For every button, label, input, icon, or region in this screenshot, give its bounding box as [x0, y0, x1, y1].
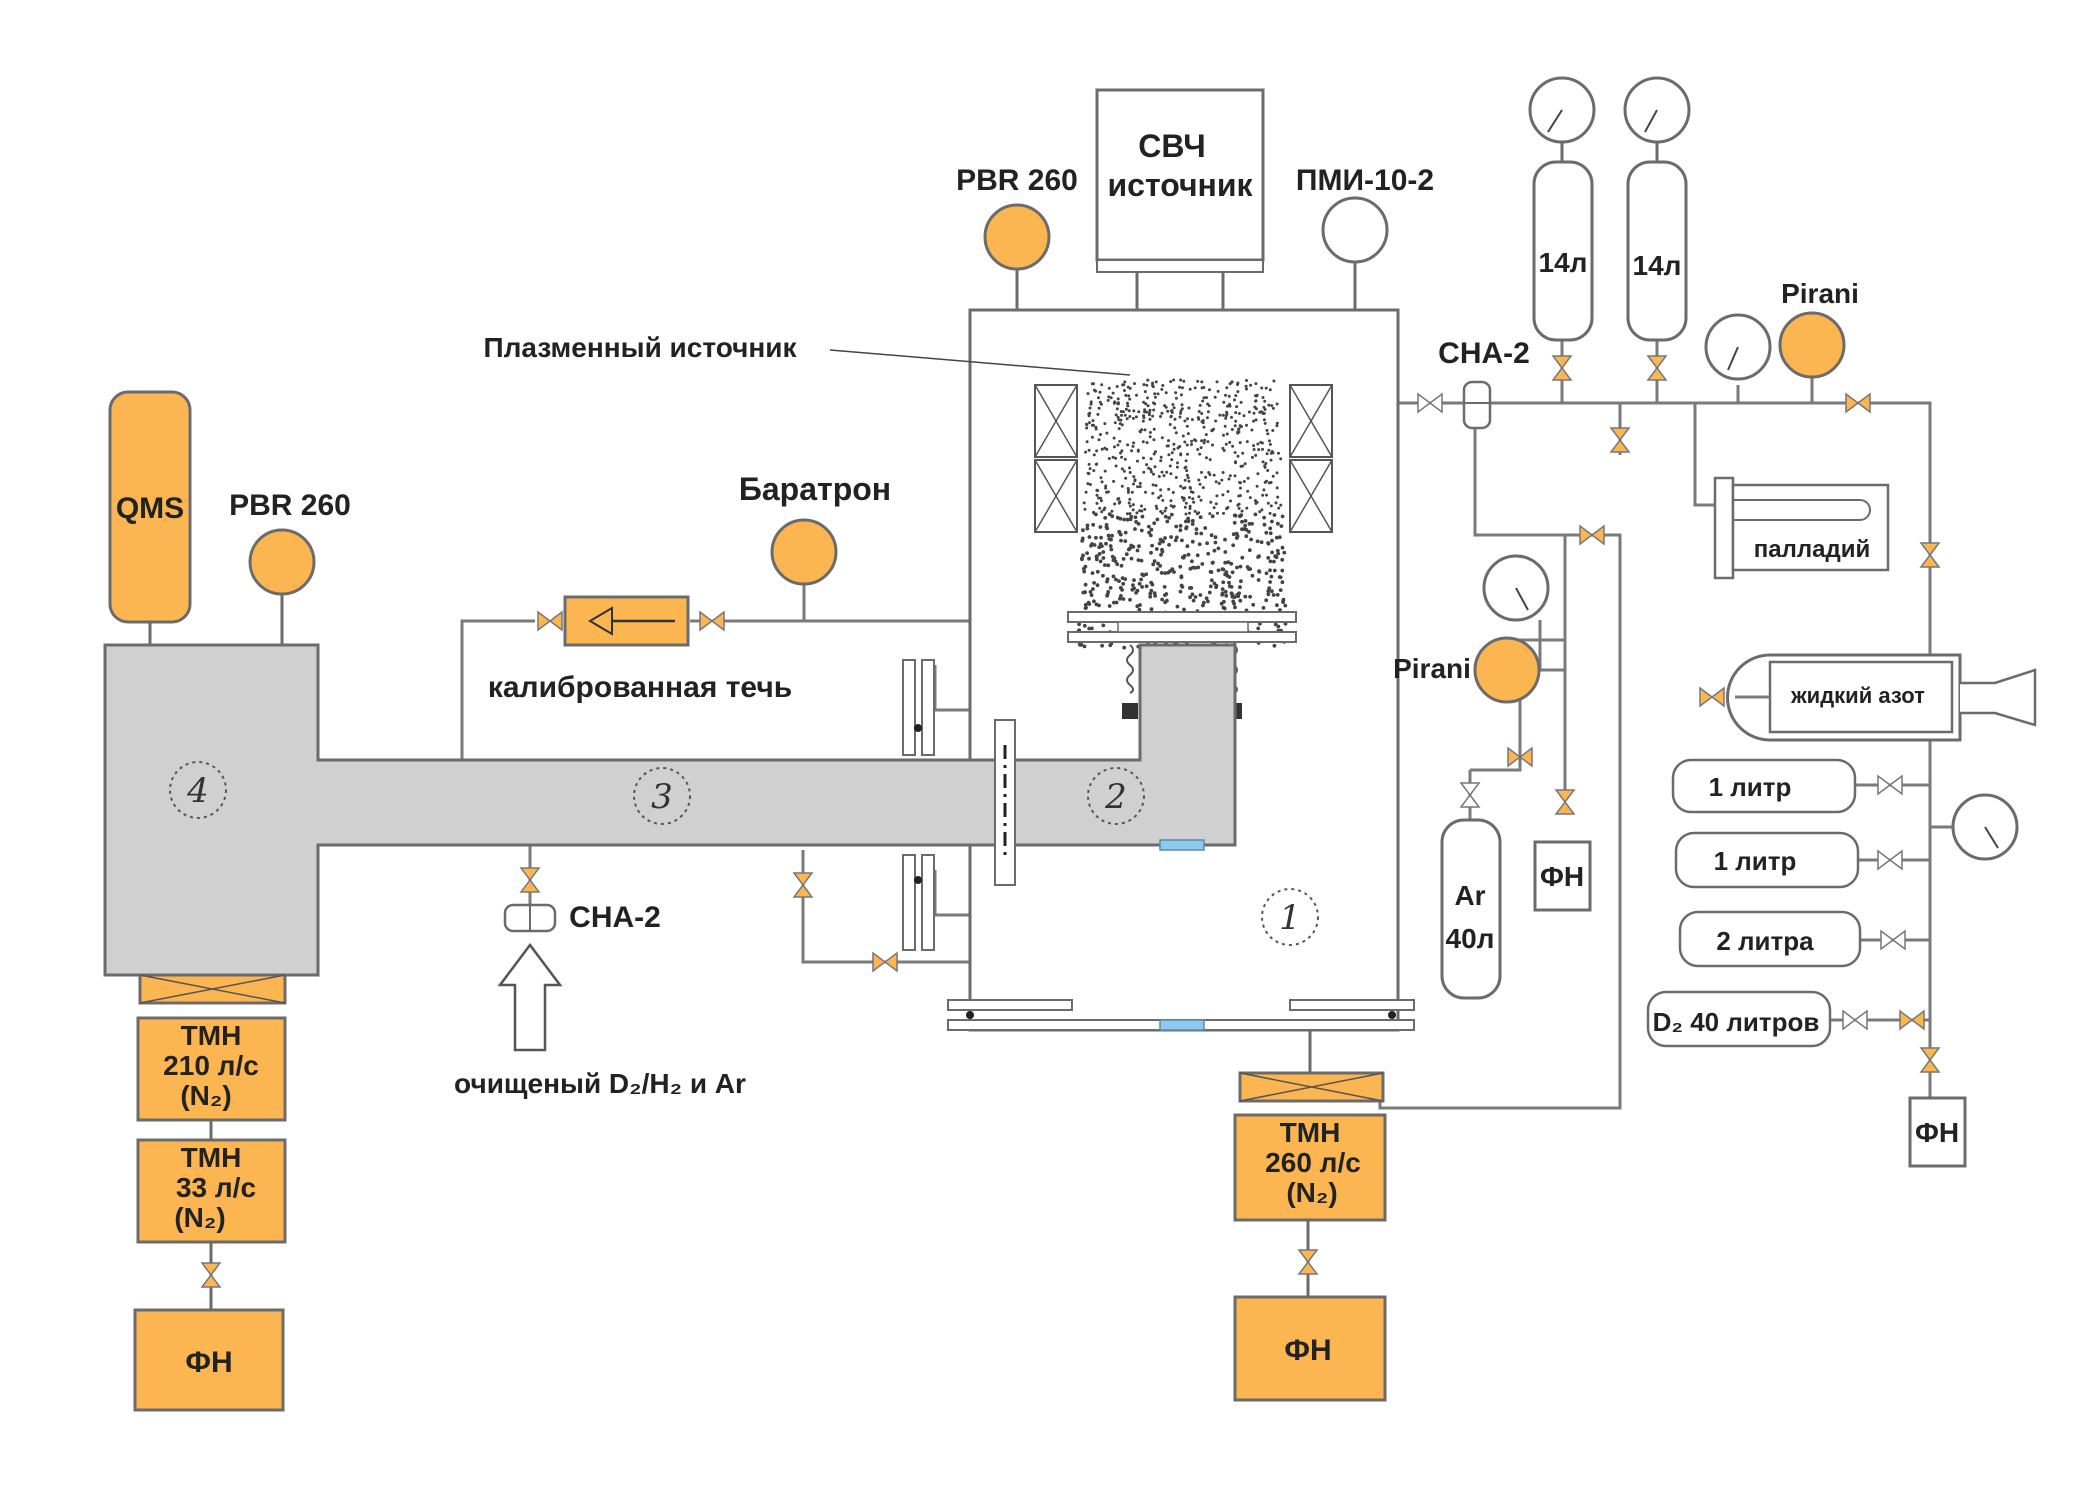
liquid-nitrogen-label: жидкий азот [1790, 683, 1925, 708]
valve-11 [1919, 542, 1941, 568]
flask-4: D₂ 40 литров [1646, 990, 1832, 1048]
microwave-source: СВЧ источник [1095, 88, 1265, 310]
valve-15 [1554, 789, 1576, 815]
pirani-top-label: Pirani [1781, 278, 1859, 309]
valve-20 [1842, 1009, 1868, 1031]
tmn210-line3: (N₂) [180, 1080, 231, 1111]
valve-9 [1609, 427, 1631, 453]
pbr-top-gauge: PBR 260 [956, 164, 1078, 310]
valve-12 [1579, 524, 1605, 546]
valve-5 [872, 951, 898, 973]
valve-7 [1551, 355, 1573, 381]
fn-center-label: ФН [1284, 1334, 1331, 1367]
valve-1 [537, 610, 563, 632]
purified-gas-label: очищеный D₂/H₂ и Ar [454, 1068, 746, 1099]
flask-1: 1 литр [1671, 758, 1857, 814]
pbr-left-label: PBR 260 [229, 489, 351, 522]
baratron-gauge: Баратрон [739, 471, 891, 586]
flask-1-label: 1 литр [1709, 772, 1792, 802]
pirani-mid-label: Pirani [1393, 653, 1471, 684]
valve-18 [1877, 849, 1903, 871]
fn-left-label: ФН [185, 1346, 232, 1379]
argon-line2: 40л [1446, 923, 1495, 954]
valve-2 [699, 610, 725, 632]
calibrated-leak: калиброванная течь [488, 595, 792, 704]
valve-24 [1297, 1249, 1319, 1275]
zone-1-number: 1 [1279, 898, 1301, 938]
tmn260-line3: (N₂) [1286, 1177, 1337, 1208]
cna-right: СНА-2 [1438, 337, 1530, 430]
valve-3 [519, 867, 541, 893]
fn-right: ФН [1908, 1096, 1967, 1168]
valve-8 [1646, 355, 1668, 381]
pirani-mid-gauge: Pirani [1393, 554, 1550, 704]
cna-bottom-label: СНА-2 [569, 901, 661, 934]
center-pump-stack: ТМН 260 л/с (N₂) ФН [1233, 1030, 1387, 1402]
valves [200, 355, 1941, 1288]
valve-16 [1699, 686, 1725, 708]
valve-19 [1880, 929, 1906, 951]
argon-line1: Ar [1454, 880, 1485, 911]
pbr-left-gauge: PBR 260 [229, 489, 351, 645]
baratron-label: Баратрон [739, 471, 891, 507]
tmn210-line1: ТМН [181, 1020, 242, 1051]
fn-right-label: ФН [1915, 1117, 1959, 1148]
valve-13 [1507, 746, 1533, 768]
tmn260-line2: 260 л/с [1265, 1147, 1361, 1178]
plasma-source: Плазменный источник [484, 332, 1333, 650]
valve-14 [1459, 782, 1481, 808]
valve-10 [1845, 392, 1871, 414]
calibrated-leak-label: калиброванная течь [488, 671, 792, 704]
tmn33-line2: 33 л/с [176, 1172, 256, 1203]
cylinder-2-label: 14л [1633, 250, 1682, 281]
zone-4-number: 4 [186, 771, 209, 811]
tmn33-line1: ТМН [181, 1142, 242, 1173]
plasma-cloud [1076, 378, 1288, 650]
microwave-source-label-2: источник [1107, 167, 1253, 203]
manifold-gauge [1704, 313, 1772, 381]
flask-2: 1 литр [1674, 831, 1860, 889]
flask-4-label: D₂ 40 литров [1653, 1007, 1820, 1037]
valve-6 [1417, 392, 1443, 414]
liquid-nitrogen-trap: жидкий азот [1726, 653, 2037, 742]
gray-chamber-system: 4 3 2 1 [103, 643, 1319, 977]
valve-21 [1899, 1009, 1925, 1031]
argon-cylinder: Ar 40л [1440, 770, 1502, 1000]
zone-3-number: 3 [651, 777, 673, 817]
qms-analyzer: QMS [108, 390, 192, 645]
fn-small-mid-label: ФН [1540, 861, 1584, 892]
valve-17 [1877, 774, 1903, 796]
zone-2-number: 2 [1104, 777, 1127, 817]
cylinder-2: 14л [1623, 76, 1691, 342]
flask-2-label: 1 литр [1714, 846, 1797, 876]
cna-right-label: СНА-2 [1438, 337, 1530, 370]
tmn260-line1: ТМН [1280, 1117, 1341, 1148]
valve-4 [792, 872, 814, 898]
cna-bottom: СНА-2 очищеный D₂/H₂ и Ar [454, 901, 746, 1099]
tmn210-line2: 210 л/с [163, 1050, 259, 1081]
palladium-label: палладий [1754, 536, 1870, 563]
flasks-gauge [1930, 793, 2019, 861]
qms-label: QMS [116, 492, 184, 525]
flask-3-label: 2 литра [1716, 926, 1814, 956]
valve-22 [1919, 1047, 1941, 1073]
pbr-top-label: PBR 260 [956, 164, 1078, 197]
cylinder-1: 14л [1528, 76, 1596, 342]
pmi-label: ПМИ-10-2 [1296, 164, 1434, 197]
palladium-filter: палладий [1713, 476, 1890, 580]
plasma-source-label: Плазменный источник [484, 332, 798, 363]
pirani-top-gauge: Pirani [1778, 278, 1859, 379]
tmn33-line3: (N₂) [174, 1202, 225, 1233]
pmi-gauge: ПМИ-10-2 [1296, 164, 1434, 310]
fn-small-mid: ФН [1533, 840, 1592, 912]
microwave-source-label-1: СВЧ [1138, 128, 1205, 164]
cylinder-1-label: 14л [1539, 247, 1588, 278]
left-pump-stack: ТМН 210 л/с (N₂) ТМН 33 л/с (N₂) ФН [133, 973, 287, 1412]
flask-3: 2 литра [1678, 910, 1862, 968]
valve-23 [200, 1262, 222, 1288]
